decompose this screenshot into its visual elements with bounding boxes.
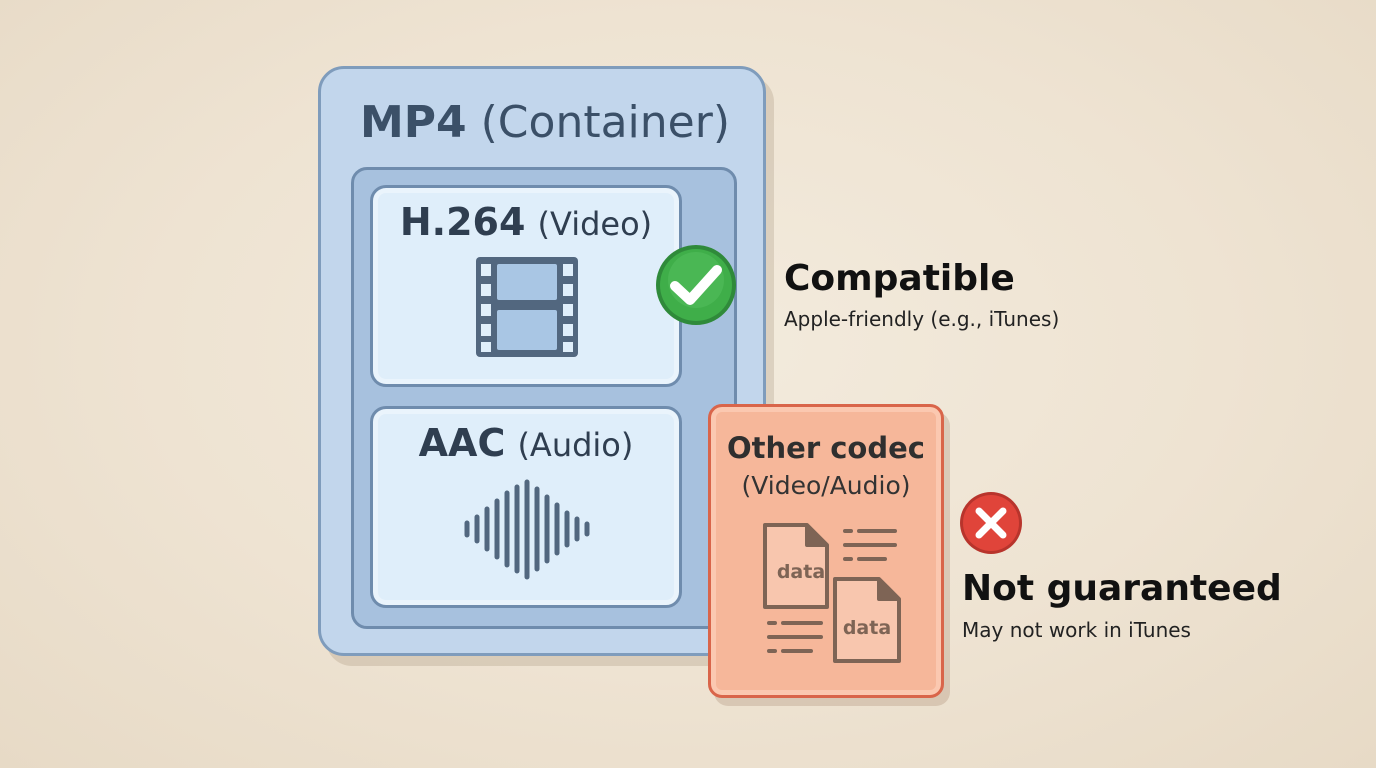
other-codec-title: Other codec [727,431,925,465]
video-codec-role: (Video) [537,205,653,243]
other-codec-box: Other codec (Video/Audio) data data [708,404,944,698]
audio-codec-role: (Audio) [517,426,634,464]
video-codec-name: H.264 [399,200,526,244]
not-guaranteed-heading: Not guaranteed [962,568,1282,609]
container-title: MP4 (Container) [321,97,769,148]
other-codec-subtitle: (Video/Audio) [741,471,911,500]
check-icon [656,245,736,325]
audio-codec-box: AAC (Audio) [370,406,682,608]
compatible-detail: Apple-friendly (e.g., iTunes) [784,307,1060,331]
video-codec-title: H.264 (Video) [373,200,679,244]
audio-codec-name: AAC [418,421,506,465]
file-label-2: data [842,617,892,639]
container-name: MP4 [359,97,467,148]
data-files-icon [763,523,901,663]
not-guaranteed-detail: May not work in iTunes [962,618,1191,642]
x-icon [960,492,1022,554]
container-role: (Container) [480,97,730,148]
audio-codec-title: AAC (Audio) [373,421,679,465]
file-label-1: data [776,561,826,583]
mp4-container: MP4 (Container) H.264 (Video) [318,66,766,656]
sound-wave-icon [464,479,590,580]
film-strip-icon [476,257,578,357]
video-codec-box: H.264 (Video) [370,185,682,387]
container-inner-panel: H.264 (Video) AAC (Audio) [351,167,737,629]
compatible-heading: Compatible [784,258,1015,299]
